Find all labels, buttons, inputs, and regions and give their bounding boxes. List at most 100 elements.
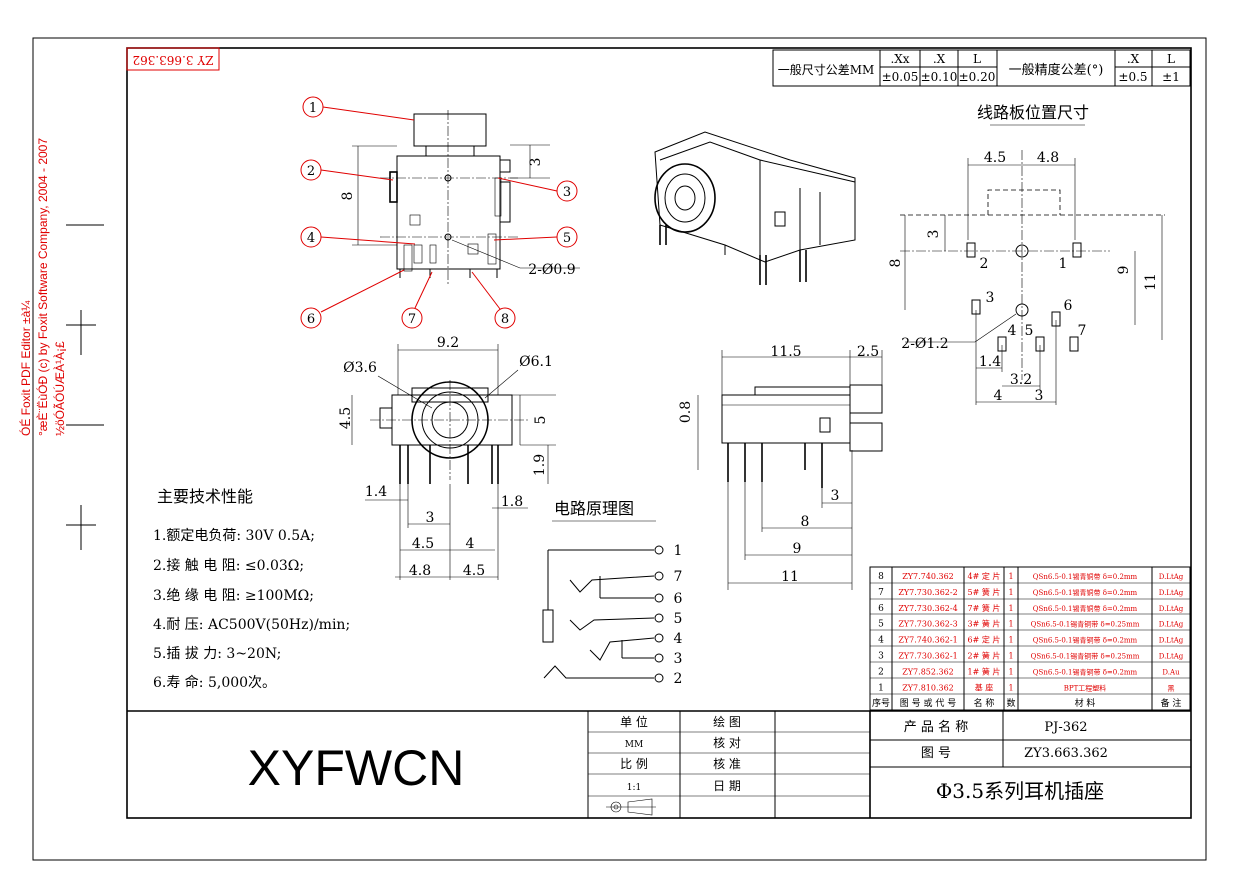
svg-text:6: 6: [1064, 298, 1073, 314]
svg-text:5.插 拔 力: 3~20N;: 5.插 拔 力: 3~20N;: [153, 646, 281, 662]
inner-border: [126, 47, 1192, 819]
bom-cell: 2# 簧 片: [968, 651, 1001, 661]
svg-text:2-Ø0.9: 2-Ø0.9: [528, 262, 575, 278]
svg-text:1.额定电负荷: 30V 0.5A;: 1.额定电负荷: 30V 0.5A;: [153, 528, 315, 544]
svg-text:序号: 序号: [872, 697, 890, 709]
svg-text:½öÓÃÓÚÆÀ¹À¡£: ½öÓÃÓÚÆÀ¹À¡£: [52, 341, 67, 436]
svg-text:Ø3.6: Ø3.6: [343, 360, 377, 376]
product-code: PJ-362: [1044, 720, 1087, 735]
svg-text:±1: ±1: [1162, 70, 1180, 84]
svg-text:8: 8: [501, 312, 509, 327]
svg-text:1: 1: [674, 543, 683, 559]
svg-text:日 期: 日 期: [713, 779, 741, 793]
tolerance-table: 一般尺寸公差MM .Xx .X L ±0.05 ±0.10 ±0.20 一般精度…: [772, 49, 1191, 87]
outer-border: [32, 37, 1207, 861]
bom-cell: 1: [1008, 588, 1013, 597]
svg-text:3: 3: [674, 651, 683, 667]
bom-cell: 基 座: [975, 682, 994, 692]
svg-text:L: L: [973, 52, 981, 66]
bom-cell: D.LtAg: [1159, 589, 1184, 597]
bom-cell: 6# 定 片: [968, 635, 1001, 645]
svg-text:4: 4: [674, 631, 683, 647]
svg-text:1.8: 1.8: [501, 494, 523, 510]
bom-cell: 1: [1008, 620, 1013, 629]
bom-cell: 1: [1008, 572, 1013, 581]
svg-text:ÓÉ Foxit PDF Editor ±à¼­: ÓÉ Foxit PDF Editor ±à¼­: [18, 300, 33, 436]
svg-text:图 号 或 代 号: 图 号 或 代 号: [900, 697, 956, 709]
svg-text:单 位: 单 位: [620, 714, 648, 729]
svg-text:11.5: 11.5: [770, 344, 801, 360]
svg-text:图 号: 图 号: [921, 746, 951, 761]
svg-text:3: 3: [426, 510, 435, 526]
svg-text:1.9: 1.9: [532, 454, 548, 476]
title-block: XYFWCN 单 位 MM 比 例 1:1 绘 图 核 对 核 准 日 期 产 …: [127, 710, 1191, 818]
svg-text:3: 3: [831, 488, 840, 504]
svg-text:3: 3: [986, 290, 995, 306]
svg-text:数: 数: [1006, 697, 1015, 709]
svg-text:3: 3: [528, 158, 544, 167]
svg-text:0.8: 0.8: [678, 401, 694, 423]
svg-text:6.寿 命: 5,000次。: 6.寿 命: 5,000次。: [153, 674, 276, 691]
svg-text:1.4: 1.4: [979, 354, 1001, 370]
bom-cell: ZY7.730.362-1: [898, 652, 957, 661]
pcb-layout: 线路板位置尺寸 4.5 4.8 8 3 9 11 2 1 3 6 4 5 7: [888, 103, 1165, 405]
svg-text:8: 8: [888, 259, 904, 268]
svg-text:2.5: 2.5: [857, 344, 879, 360]
bom-cell: 2: [878, 667, 884, 677]
product-name: Φ3.5系列耳机插座: [936, 779, 1104, 803]
svg-text:1: 1: [309, 101, 317, 116]
stamp-box: [126, 47, 220, 71]
bom-cell: QSn6.5-0.1锡青铜带 δ=0.2mm: [1033, 572, 1138, 581]
svg-text:11: 11: [781, 569, 799, 585]
svg-text:3.绝 缘 电 阻: ≥100MΩ;: 3.绝 缘 电 阻: ≥100MΩ;: [153, 588, 314, 604]
svg-text:3: 3: [563, 185, 571, 200]
bom-cell: ZY7.810.362: [902, 683, 954, 692]
bom-cell: 3# 簧 片: [968, 619, 1001, 629]
front-view: 8 3 2-Ø0.9 1 2 3 4 5 6 7 8: [300, 96, 580, 329]
projection-symbol-icon: [606, 798, 656, 816]
bom-cell: BPT工程塑料: [1064, 683, 1107, 692]
svg-text:7: 7: [1078, 323, 1087, 339]
svg-text:4.5: 4.5: [412, 536, 434, 552]
svg-text:1:1: 1:1: [627, 783, 641, 793]
bom-cell: 1: [1008, 636, 1013, 645]
bom-cell: 4# 定 片: [968, 571, 1001, 581]
svg-text:°æÈ¨ËùÓÐ (c) by Foxit Software: °æÈ¨ËùÓÐ (c) by Foxit Software Company, …: [35, 138, 50, 436]
bom-cell: QSn6.5-0.1锡青铜带 δ=0.25mm: [1031, 652, 1140, 661]
circuit-diagram: 电路原理图 1 7 6 5 4 3 2: [542, 499, 683, 687]
pcb-title: 线路板位置尺寸: [977, 103, 1089, 122]
svg-text:.X: .X: [1127, 52, 1140, 66]
svg-text:4.5: 4.5: [463, 563, 485, 579]
drawing-number: ZY3.663.362: [1024, 746, 1108, 761]
svg-text:9.2: 9.2: [437, 335, 459, 351]
svg-text:备 注: 备 注: [1161, 697, 1182, 709]
svg-text:7: 7: [408, 312, 416, 327]
bom-cell: 7# 簧 片: [968, 603, 1001, 613]
front-callouts: 1 2 3 4 5 6 7 8: [300, 96, 578, 329]
svg-text:±0.5: ±0.5: [1118, 70, 1147, 84]
bom-cell: QSn6.5-0.1锡青铜带 δ=0.25mm: [1031, 620, 1140, 629]
svg-text:4: 4: [1008, 323, 1017, 339]
svg-text:3: 3: [926, 230, 942, 239]
svg-text:.X: .X: [933, 52, 946, 66]
bom-cell: 1: [1008, 683, 1013, 692]
svg-text:2: 2: [980, 256, 989, 272]
svg-text:3.2: 3.2: [1010, 372, 1032, 388]
svg-text:9: 9: [1116, 266, 1132, 275]
svg-text:名 称: 名 称: [974, 697, 995, 709]
svg-text:±0.10: ±0.10: [921, 70, 958, 84]
bom-cell: QSn6.5-0.1锡青铜带 δ=0.2mm: [1033, 604, 1138, 613]
svg-text:4.5: 4.5: [984, 150, 1006, 166]
specs-title: 主要技术性能: [157, 487, 253, 506]
company-name: XYFWCN: [248, 740, 465, 796]
bom-cell: 5: [878, 620, 884, 630]
bom-cell: D.Au: [1162, 668, 1180, 676]
bom-cell: 1: [1008, 652, 1013, 661]
bom-cell: ZY7.740.362-1: [898, 636, 957, 645]
bom-cell: 5# 簧 片: [968, 587, 1001, 597]
svg-text:3: 3: [1035, 388, 1044, 404]
bom-cell: 1: [878, 683, 884, 693]
circuit-title: 电路原理图: [554, 499, 634, 518]
svg-text:4: 4: [466, 536, 475, 552]
svg-text:6: 6: [674, 591, 683, 607]
